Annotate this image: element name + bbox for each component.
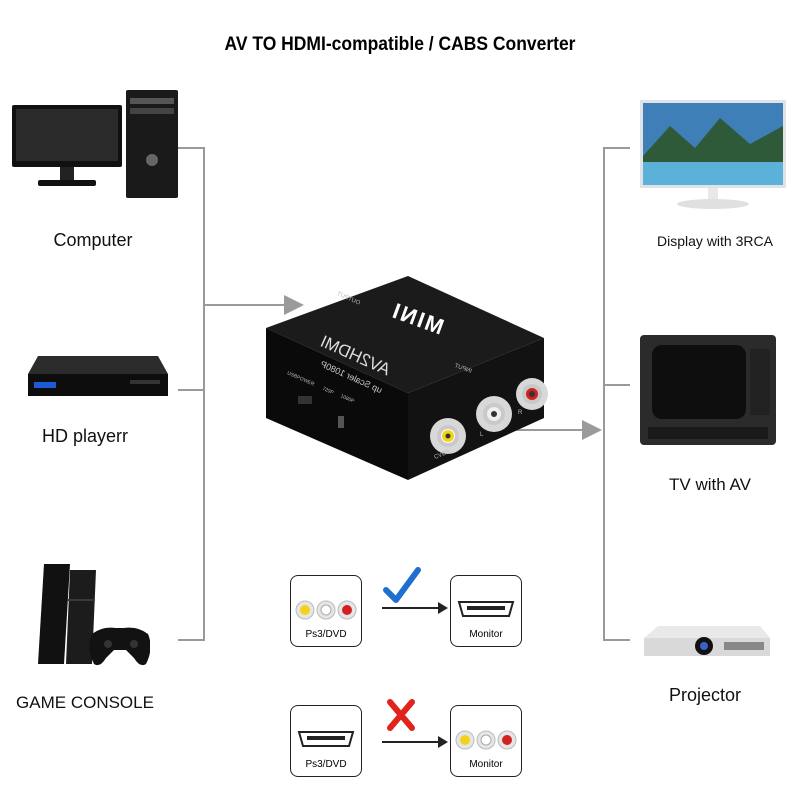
hdmi-port-icon <box>297 731 355 747</box>
bluray-player-icon <box>20 352 170 402</box>
rca-plugs-icon <box>455 730 517 750</box>
projector-icon <box>640 624 772 662</box>
hdmi-port-icon <box>457 601 515 617</box>
x-icon <box>387 699 415 731</box>
wrong-source-label: Ps3/DVD <box>305 759 347 770</box>
wrong-arrow <box>382 699 448 748</box>
wrong-source-box: Ps3/DVD <box>290 705 362 777</box>
computer-icon <box>10 90 180 200</box>
monitor-icon <box>640 96 790 212</box>
tv-label: TV with AV <box>669 475 751 494</box>
correct-target-label: Monitor <box>469 629 503 640</box>
converter-r-label: R <box>518 410 523 416</box>
check-icon <box>383 567 421 603</box>
converter-l-label: L <box>480 432 484 438</box>
game-console-icon <box>30 560 151 670</box>
av2hdmi-converter: MINI AV2HDMI up Scaler 1080P OUTPUT INPU… <box>258 268 548 488</box>
wrong-target-label: Monitor <box>469 759 503 770</box>
hd-player-label: HD playerr <box>41 426 129 446</box>
correct-source-label: Ps3/DVD <box>305 629 347 640</box>
display-label: Display with 3RCA <box>657 233 773 249</box>
correct-source-box: Ps3/DVD <box>290 575 362 647</box>
game-console-label: GAME CONSOLE <box>16 693 154 712</box>
projector-label: Projector <box>668 685 742 705</box>
correct-target-box: Monitor <box>450 575 522 647</box>
crt-tv-icon <box>640 335 778 447</box>
computer-label: Computer <box>53 230 133 250</box>
diagram-title: AV TO HDMI-compatible / CABS Converter <box>224 34 576 55</box>
wrong-target-box: Monitor <box>450 705 522 777</box>
correct-arrow <box>382 567 448 614</box>
rca-plugs-icon <box>295 600 357 620</box>
